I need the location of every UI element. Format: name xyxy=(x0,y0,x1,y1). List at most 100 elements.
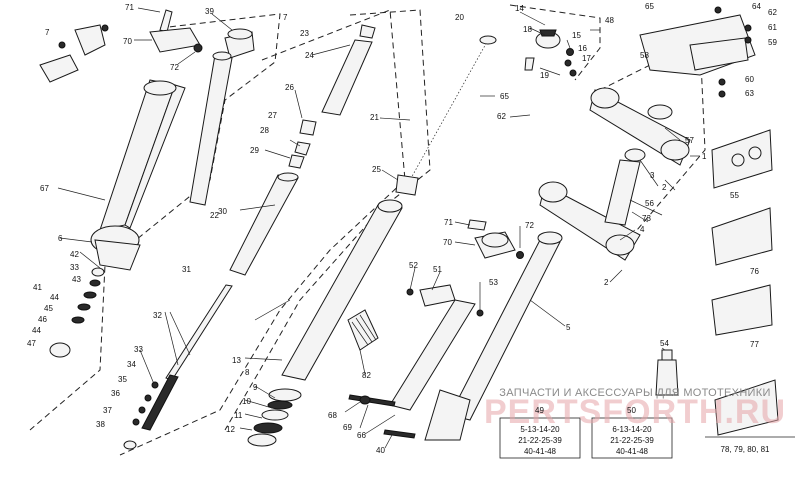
callout-41: 41 xyxy=(33,283,42,292)
callout-44: 44 xyxy=(50,293,59,302)
callout-21: 21 xyxy=(370,113,379,122)
callout-40: 40 xyxy=(376,446,385,455)
instrument-decal xyxy=(711,129,773,189)
callout-1: 1 xyxy=(702,152,707,161)
manuals-box: 78, 79, 80, 81 xyxy=(705,436,795,454)
right-fork-slider xyxy=(424,231,563,441)
callout-58: 58 xyxy=(640,51,649,60)
upper-triple-clamp xyxy=(589,87,691,166)
callout-28: 28 xyxy=(260,126,269,135)
callout-25: 25 xyxy=(372,165,381,174)
watermark: ЗАПЧАСТИ И АКСЕССУАРЫ ДЛЯ МОТОТЕХНИКИ PE… xyxy=(484,387,785,431)
right-clamp-assembly xyxy=(467,219,524,259)
callout-22: 22 xyxy=(210,211,219,220)
callout-43: 43 xyxy=(72,275,81,284)
callout-24: 24 xyxy=(305,51,314,60)
callout-4: 4 xyxy=(640,225,645,234)
damper-rod-parts xyxy=(229,24,376,276)
callout-7: 7 xyxy=(45,28,50,37)
manuals-stack xyxy=(714,379,779,436)
callout-27: 27 xyxy=(268,111,277,120)
callout-39: 39 xyxy=(205,7,214,16)
callout-66: 66 xyxy=(357,431,366,440)
pad-82 xyxy=(347,309,379,351)
callout-31: 31 xyxy=(182,265,191,274)
callout-29: 29 xyxy=(250,146,259,155)
valve-stack xyxy=(49,267,105,358)
callout-23: 23 xyxy=(300,29,309,38)
callout-2: 2 xyxy=(662,183,667,192)
left-lower-slider xyxy=(281,199,484,411)
callout-71-b: 71 xyxy=(444,218,453,227)
callout-30: 30 xyxy=(218,207,227,216)
callout-3: 3 xyxy=(650,171,655,180)
callout-45: 45 xyxy=(44,304,53,313)
left-fork-slider xyxy=(90,79,186,271)
callout-61: 61 xyxy=(768,23,777,32)
callout-9: 9 xyxy=(253,383,258,392)
kit-box-49: 5-13-14-20 21-22-25-39 40-41-48 xyxy=(499,417,581,459)
callout-34: 34 xyxy=(127,360,136,369)
callout-72-b: 72 xyxy=(525,221,534,230)
damper-rod xyxy=(123,284,233,450)
manuals-label: 78, 79, 80, 81 xyxy=(721,445,770,454)
callout-37: 37 xyxy=(103,406,112,415)
callout-19: 19 xyxy=(540,71,549,80)
callout-59: 59 xyxy=(768,38,777,47)
callout-17: 17 xyxy=(582,54,591,63)
callout-60: 60 xyxy=(745,75,754,84)
kit-49-line1: 5-13-14-20 xyxy=(520,425,560,434)
kit-49-line2: 21-22-25-39 xyxy=(518,436,562,445)
callout-38: 38 xyxy=(96,420,105,429)
callout-56: 56 xyxy=(645,199,654,208)
top-clamp-assembly xyxy=(149,9,255,59)
callout-57: 57 xyxy=(685,136,694,145)
callout-labels: 71 39 7 7 70 72 23 24 20 14 48 18 15 16 … xyxy=(27,2,777,455)
callout-73: 73 xyxy=(642,214,651,223)
kit-50-line2: 21-22-25-39 xyxy=(610,436,654,445)
callout-64: 64 xyxy=(752,2,761,11)
callout-16: 16 xyxy=(578,44,587,53)
callout-77: 77 xyxy=(750,340,759,349)
callout-63: 63 xyxy=(745,89,754,98)
fork-cap-assembly xyxy=(524,29,577,77)
callout-55: 55 xyxy=(730,191,739,200)
callout-71: 71 xyxy=(125,3,134,12)
callout-10: 10 xyxy=(242,397,251,406)
callout-8: 8 xyxy=(245,368,250,377)
callout-14: 14 xyxy=(515,4,524,13)
callout-62-b: 62 xyxy=(497,112,506,121)
callout-12: 12 xyxy=(226,425,235,434)
callout-52: 52 xyxy=(409,261,418,270)
callout-5: 5 xyxy=(566,323,571,332)
left-inner-tube xyxy=(189,51,233,206)
callout-67: 67 xyxy=(40,184,49,193)
callout-35: 35 xyxy=(118,375,127,384)
callout-7-b: 7 xyxy=(283,13,288,22)
callout-32: 32 xyxy=(153,311,162,320)
callout-65: 65 xyxy=(645,2,654,11)
fork-spring xyxy=(395,35,497,196)
callout-46: 46 xyxy=(38,315,47,324)
callout-76: 76 xyxy=(750,267,759,276)
kit-49-line3: 40-41-48 xyxy=(524,447,557,456)
lower-triple-clamp xyxy=(538,148,646,261)
fork-guard-76 xyxy=(711,207,773,266)
callout-6: 6 xyxy=(58,234,63,243)
instrument-bracket xyxy=(639,6,756,98)
callout-18: 18 xyxy=(523,25,532,34)
callout-33-b: 33 xyxy=(134,345,143,354)
lower-bolts xyxy=(348,394,416,439)
callout-44-b: 44 xyxy=(32,326,41,335)
callout-68: 68 xyxy=(328,411,337,420)
callout-20: 20 xyxy=(455,13,464,22)
leader-lines xyxy=(57,7,700,449)
callout-42: 42 xyxy=(70,250,79,259)
watermark-caption: ЗАПЧАСТИ И АКСЕССУАРЫ ДЛЯ МОТОТЕХНИКИ xyxy=(499,387,770,399)
callout-11: 11 xyxy=(234,411,243,420)
callout-54: 54 xyxy=(660,339,669,348)
kit-50-line3: 40-41-48 xyxy=(616,447,649,456)
callout-69: 69 xyxy=(343,423,352,432)
callout-13: 13 xyxy=(232,356,241,365)
